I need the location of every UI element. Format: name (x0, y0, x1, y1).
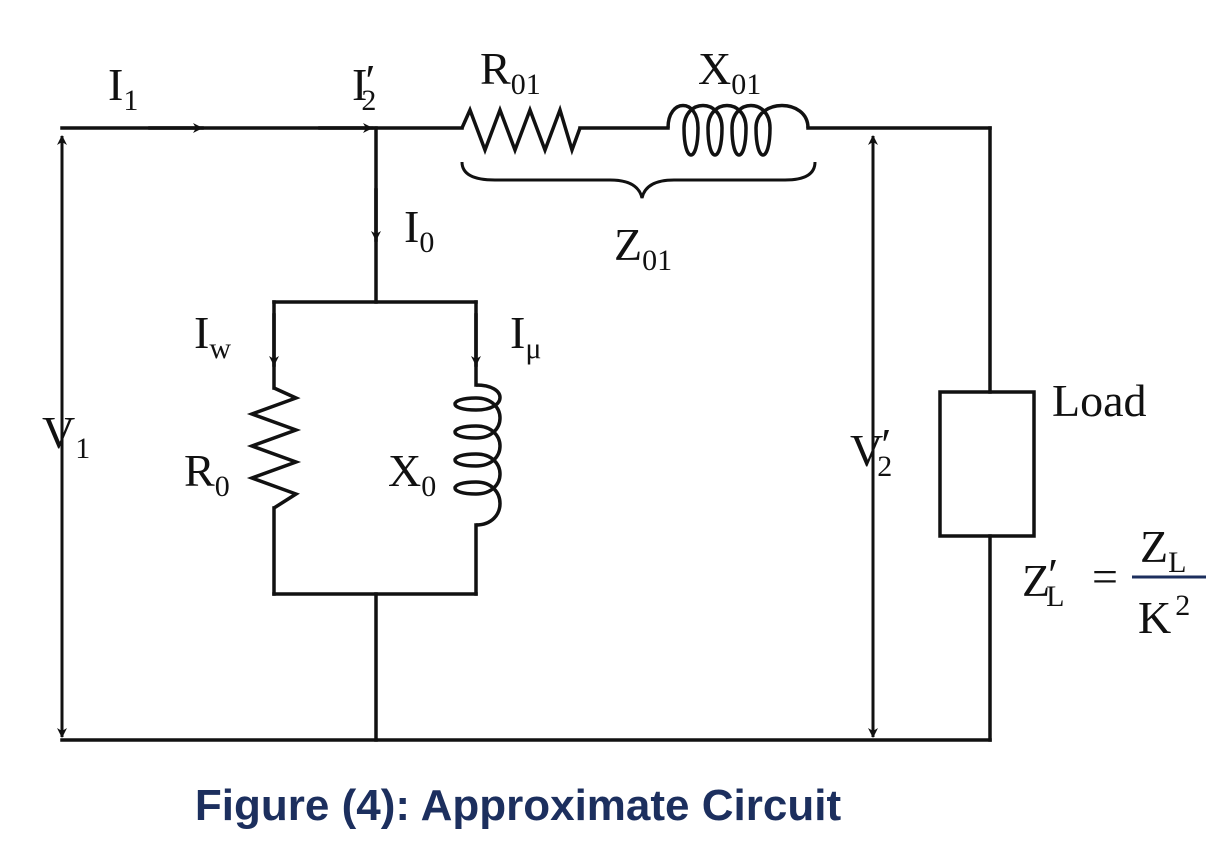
arrows (57, 123, 878, 738)
label-zl-numerator: ZL (1140, 521, 1186, 579)
label-equals: = (1092, 551, 1118, 602)
label-r0: R0 (184, 445, 230, 503)
resistor-r0-symbol (246, 386, 302, 510)
resistor-r01-symbol (460, 104, 582, 156)
label-r01: R01 (480, 43, 541, 101)
label-iw: Iw (194, 307, 231, 365)
label-imu: Iμ (510, 307, 541, 365)
label-i0: I0 (404, 201, 434, 259)
label-i1: I1 (108, 59, 138, 117)
load-box (938, 390, 1036, 538)
figure-caption: Figure (4): Approximate Circuit (195, 781, 842, 830)
label-zl-prime: Z′L (1022, 549, 1065, 613)
label-i2-prime: I′2 (352, 55, 376, 117)
label-x01: X01 (698, 43, 761, 101)
label-v2-prime: V′2 (850, 419, 892, 483)
label-x0: X0 (388, 445, 436, 503)
label-v1: V1 (42, 407, 90, 465)
label-load: Load (1052, 375, 1147, 426)
z01-brace (460, 161, 817, 199)
label-z01: Z01 (614, 219, 672, 277)
inductor-x01-symbol (666, 103, 810, 157)
inductor-x0-symbol (453, 383, 502, 527)
circuit-wires (60, 126, 992, 742)
